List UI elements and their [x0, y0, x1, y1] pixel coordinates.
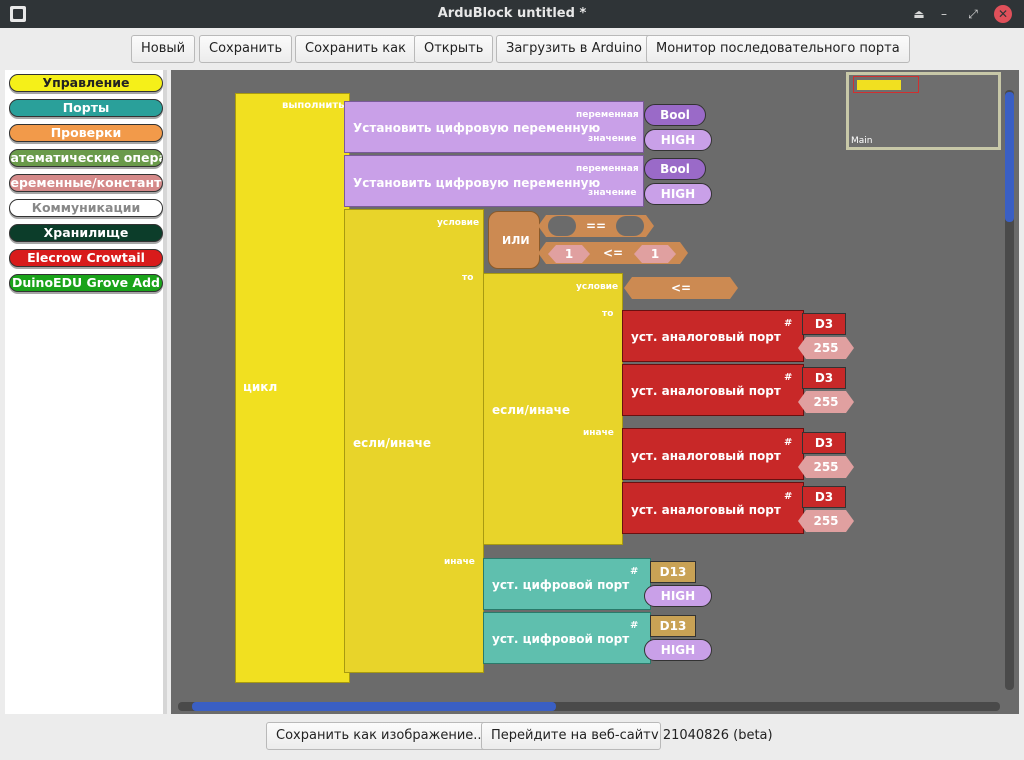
inner-if-else-label: если/иначе	[492, 403, 571, 417]
close-button[interactable]: ✕	[994, 5, 1012, 23]
category-control[interactable]: Управление	[9, 74, 163, 92]
horizontal-scrollbar[interactable]	[178, 702, 1000, 711]
set-digital-variable-block[interactable]	[344, 101, 644, 153]
maximize-button[interactable]: ⤢	[968, 7, 978, 21]
pin-d3[interactable]: D3	[802, 486, 846, 508]
digital-port-label: уст. цифровой порт	[492, 632, 630, 646]
or-label: ИЛИ	[502, 234, 530, 247]
minimap[interactable]: Main	[846, 72, 1001, 150]
number-one[interactable]: 1	[548, 245, 590, 263]
condition-label: условие	[576, 282, 619, 292]
bool-variable-pill[interactable]: Bool	[644, 158, 706, 180]
high-value-pill[interactable]: HIGH	[644, 585, 712, 607]
new-button[interactable]: Новый	[131, 35, 196, 63]
value-255[interactable]: 255	[798, 510, 854, 532]
window-title: ArduBlock untitled *	[437, 6, 587, 21]
analog-port-block[interactable]	[622, 428, 804, 480]
pin-d3[interactable]: D3	[802, 313, 846, 335]
analog-port-block[interactable]	[622, 482, 804, 534]
save-as-image-button[interactable]: Сохранить как изображение...	[266, 722, 496, 750]
digital-port-label: уст. цифровой порт	[492, 578, 630, 592]
analog-port-label: уст. аналоговый порт	[631, 330, 781, 344]
category-communications[interactable]: Коммуникации	[9, 199, 163, 217]
minimap-viewport[interactable]	[853, 76, 919, 93]
upload-button[interactable]: Загрузить в Arduino	[496, 35, 652, 63]
category-variables[interactable]: Переменные/константы	[9, 174, 163, 192]
else-label: иначе	[444, 557, 475, 567]
block-palette: Управление Порты Проверки Математические…	[5, 70, 167, 714]
bool-variable-pill[interactable]: Bool	[644, 104, 706, 126]
category-checks[interactable]: Проверки	[9, 124, 163, 142]
title-bar: ArduBlock untitled * ⏏ – ⤢ ✕	[0, 0, 1024, 28]
analog-port-label: уст. аналоговый порт	[631, 384, 781, 398]
value-255[interactable]: 255	[798, 337, 854, 359]
eject-icon[interactable]: ⏏	[913, 7, 925, 21]
le-compare-block[interactable]: <=	[624, 277, 738, 299]
category-elecrow[interactable]: Elecrow Crowtail	[9, 249, 163, 267]
category-storage[interactable]: Хранилище	[9, 224, 163, 242]
do-label: выполнить	[282, 100, 345, 111]
footer-bar: Сохранить как изображение... Перейдите н…	[0, 714, 1024, 760]
then-label: то	[602, 309, 614, 319]
analog-port-block[interactable]	[622, 310, 804, 362]
if-else-label: если/иначе	[353, 436, 432, 450]
or-block[interactable]	[488, 211, 540, 269]
hash-label: #	[784, 491, 793, 502]
digital-port-block[interactable]	[483, 612, 651, 664]
then-label: то	[462, 273, 474, 283]
toolbar: Новый Сохранить Сохранить как Открыть За…	[0, 28, 1024, 68]
website-button[interactable]: Перейдите на веб-сайт	[481, 722, 661, 750]
save-button[interactable]: Сохранить	[199, 35, 293, 63]
high-value-pill[interactable]: HIGH	[644, 129, 712, 151]
analog-port-label: уст. аналоговый порт	[631, 503, 781, 517]
set-variable-label: Установить цифровую переменную	[353, 121, 601, 135]
serial-monitor-button[interactable]: Монитор последовательного порта	[646, 35, 910, 63]
variable-label: переменная	[576, 164, 639, 174]
minimize-button[interactable]: –	[941, 7, 947, 21]
analog-port-label: уст. аналоговый порт	[631, 449, 781, 463]
pin-d3[interactable]: D3	[802, 367, 846, 389]
open-button[interactable]: Открыть	[414, 35, 494, 63]
empty-slot[interactable]	[548, 216, 576, 236]
variable-label: переменная	[576, 110, 639, 120]
if-else-block[interactable]	[344, 209, 484, 673]
set-digital-variable-block[interactable]	[344, 155, 644, 207]
hash-label: #	[784, 437, 793, 448]
vertical-scrollbar[interactable]	[1005, 90, 1014, 690]
loop-block[interactable]	[235, 93, 350, 683]
pin-d13[interactable]: D13	[650, 615, 696, 637]
minimap-block	[857, 80, 901, 90]
pin-d13[interactable]: D13	[650, 561, 696, 583]
else-label: иначе	[583, 428, 614, 438]
minimap-label: Main	[851, 136, 873, 146]
value-255[interactable]: 255	[798, 391, 854, 413]
empty-slot[interactable]	[616, 216, 644, 236]
hash-label: #	[630, 620, 639, 631]
high-value-pill[interactable]: HIGH	[644, 183, 712, 205]
hash-label: #	[784, 372, 793, 383]
analog-port-block[interactable]	[622, 364, 804, 416]
version-label: v 21040826 (beta)	[651, 728, 773, 743]
app-icon	[10, 6, 26, 22]
inner-if-else-block[interactable]	[483, 273, 623, 545]
vertical-scroll-thumb[interactable]	[1005, 92, 1014, 222]
high-value-pill[interactable]: HIGH	[644, 639, 712, 661]
value-label: значение	[588, 134, 637, 144]
set-variable-label: Установить цифровую переменную	[353, 176, 601, 190]
loop-label: цикл	[243, 380, 278, 394]
value-255[interactable]: 255	[798, 456, 854, 478]
pin-d3[interactable]: D3	[802, 432, 846, 454]
category-duinoedu[interactable]: DuinoEDU Grove Add	[9, 274, 163, 292]
hash-label: #	[784, 318, 793, 329]
condition-label: условие	[437, 218, 480, 228]
horizontal-scroll-thumb[interactable]	[192, 702, 556, 711]
number-one[interactable]: 1	[634, 245, 676, 263]
value-label: значение	[588, 188, 637, 198]
category-math[interactable]: Математические операторы	[9, 149, 163, 167]
save-as-button[interactable]: Сохранить как	[295, 35, 416, 63]
digital-port-block[interactable]	[483, 558, 651, 610]
category-ports[interactable]: Порты	[9, 99, 163, 117]
hash-label: #	[630, 566, 639, 577]
